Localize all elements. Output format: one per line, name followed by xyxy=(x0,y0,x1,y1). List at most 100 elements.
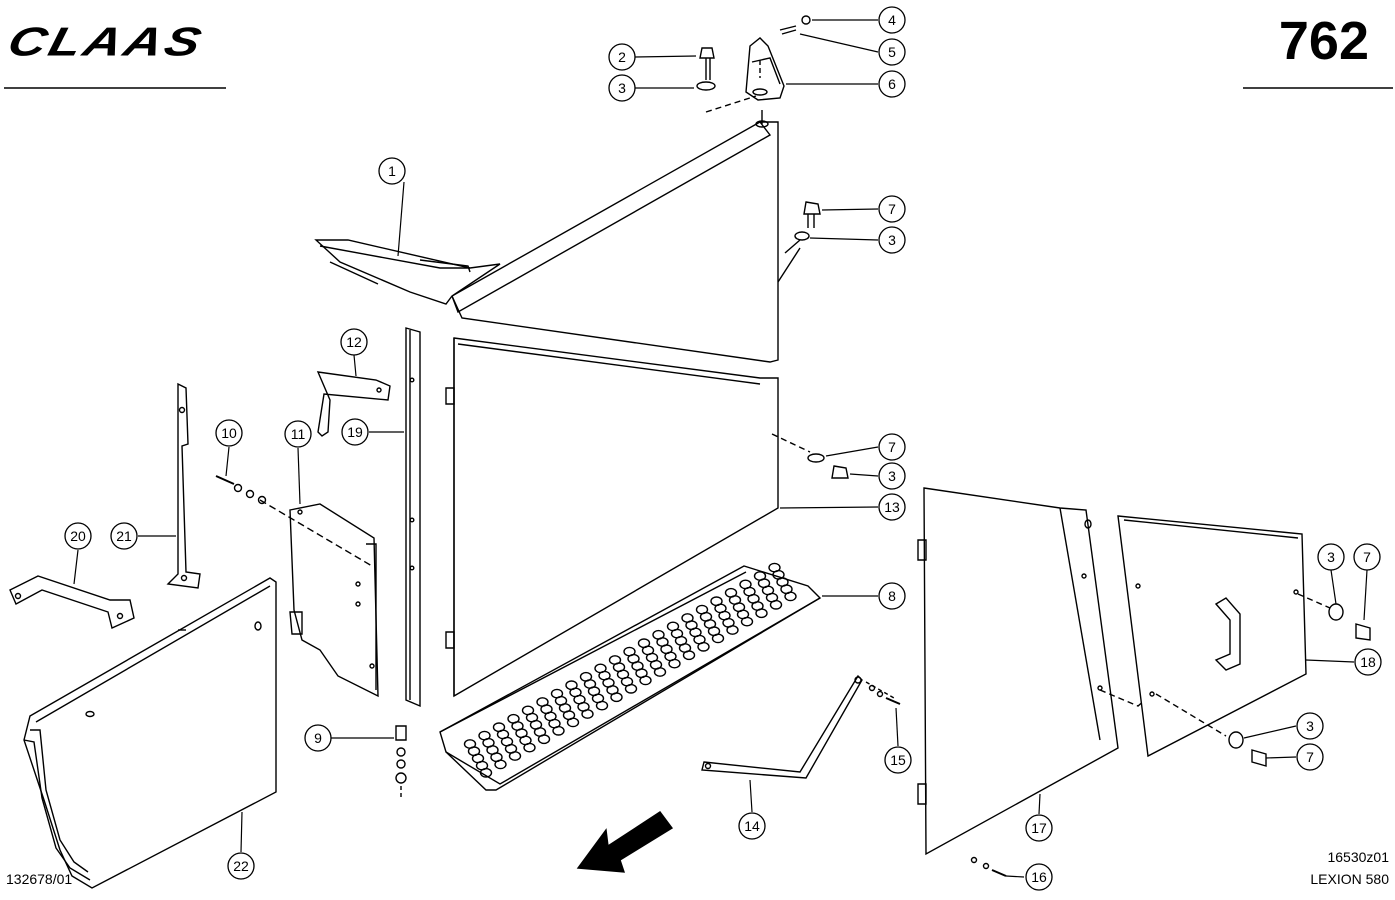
part-17-side-door xyxy=(917,487,1153,877)
callout-3: 3 xyxy=(878,226,906,254)
callout-label: 20 xyxy=(70,528,86,544)
callout-circle xyxy=(1296,712,1324,740)
callout-label: 21 xyxy=(116,528,132,544)
part-22-lower-cover xyxy=(23,577,277,889)
callout-label: 7 xyxy=(888,201,896,217)
callout-label: 12 xyxy=(346,334,362,350)
callout-5: 5 xyxy=(878,38,906,66)
callout-7: 7 xyxy=(1353,543,1381,571)
callout-label: 7 xyxy=(1363,549,1371,565)
figure-code: 16530z01 xyxy=(1327,849,1389,865)
callout-label: 9 xyxy=(314,730,322,746)
part-12-vertical-strip xyxy=(405,327,421,708)
callout-circle xyxy=(878,226,906,254)
callout-label: 2 xyxy=(618,49,626,65)
callout-circle xyxy=(878,70,906,98)
callout-19: 19 xyxy=(341,418,369,446)
callout-1: 1 xyxy=(378,157,406,185)
callout-circle xyxy=(878,38,906,66)
callout-circle xyxy=(1354,648,1382,676)
perforation-hole xyxy=(769,599,783,610)
callout-17: 17 xyxy=(1025,814,1053,842)
callout-13: 13 xyxy=(878,493,906,521)
callout-14: 14 xyxy=(738,812,766,840)
perforation-hole xyxy=(697,641,710,652)
callout-circle xyxy=(227,852,255,880)
callout-label: 14 xyxy=(744,818,760,834)
callout-label: 5 xyxy=(888,44,896,60)
callout-circle xyxy=(1025,863,1053,891)
callout-label: 16 xyxy=(1031,869,1047,885)
callout-9: 9 xyxy=(304,724,332,752)
callout-label: 3 xyxy=(618,80,626,96)
perforation-hole xyxy=(624,683,638,694)
perforation-hole xyxy=(552,725,565,736)
callout-circle xyxy=(608,43,636,71)
callout-7: 7 xyxy=(1296,743,1324,771)
callout-circle xyxy=(110,522,138,550)
callout-2: 2 xyxy=(608,43,636,71)
callout-circle xyxy=(878,493,906,521)
callout-circle xyxy=(878,195,906,223)
perforation-hole xyxy=(653,667,667,677)
callout-label: 10 xyxy=(221,425,237,441)
callout-label: 19 xyxy=(347,424,363,440)
part-1-upper-sheet xyxy=(314,110,801,363)
callout-3: 3 xyxy=(1317,543,1345,571)
page-number: 762 xyxy=(1278,11,1369,71)
part-13-screen-panel xyxy=(445,337,849,698)
callout-circle xyxy=(1317,543,1345,571)
perforation-hole xyxy=(740,616,754,627)
callout-label: 7 xyxy=(888,439,896,455)
perforation-hole xyxy=(523,742,536,753)
part-20-bracket xyxy=(9,575,135,629)
perforation-hole xyxy=(639,675,652,686)
callout-circle xyxy=(878,462,906,490)
callout-3: 3 xyxy=(1296,712,1324,740)
callout-circle xyxy=(884,746,912,774)
callout-4: 4 xyxy=(878,6,906,34)
callout-label: 3 xyxy=(888,468,896,484)
part-14-support-rod xyxy=(701,674,901,779)
callout-8: 8 xyxy=(878,582,906,610)
perforation-hole xyxy=(494,759,507,770)
callout-circle xyxy=(284,420,312,448)
perforation-hole xyxy=(537,734,551,745)
callout-label: 3 xyxy=(888,232,896,248)
part-10-bolt xyxy=(215,475,267,505)
callout-label: 11 xyxy=(291,426,306,442)
callout-7: 7 xyxy=(878,195,906,223)
callout-circle xyxy=(878,433,906,461)
callout-circle xyxy=(1353,543,1381,571)
part-18-rear-door xyxy=(1117,515,1371,767)
callout-label: 3 xyxy=(1327,549,1335,565)
callout-label: 3 xyxy=(1306,718,1314,734)
model-name: LEXION 580 xyxy=(1310,871,1389,887)
direction-arrow xyxy=(576,811,674,873)
part-21-bracket xyxy=(166,382,201,589)
callout-circle xyxy=(738,812,766,840)
perforation-hole xyxy=(479,767,493,778)
part-2-bolt xyxy=(696,47,716,91)
perforation-hole xyxy=(784,591,797,602)
callout-21: 21 xyxy=(110,522,138,550)
callout-circle xyxy=(215,419,243,447)
callout-circle xyxy=(378,157,406,185)
perforation-hole xyxy=(682,650,696,661)
perforation-hole xyxy=(595,700,609,711)
callout-label: 7 xyxy=(1306,749,1314,765)
callout-circle xyxy=(1296,743,1324,771)
perforation-hole xyxy=(566,717,580,728)
perforation-hole xyxy=(668,658,681,669)
drawing-number: 132678/01 xyxy=(6,871,73,887)
perforation-hole xyxy=(711,633,725,644)
callout-10: 10 xyxy=(215,419,243,447)
callout-22: 22 xyxy=(227,852,255,880)
callout-label: 8 xyxy=(888,588,896,604)
callout-circle xyxy=(304,724,332,752)
callout-label: 22 xyxy=(233,858,249,874)
callout-18: 18 xyxy=(1354,648,1382,676)
